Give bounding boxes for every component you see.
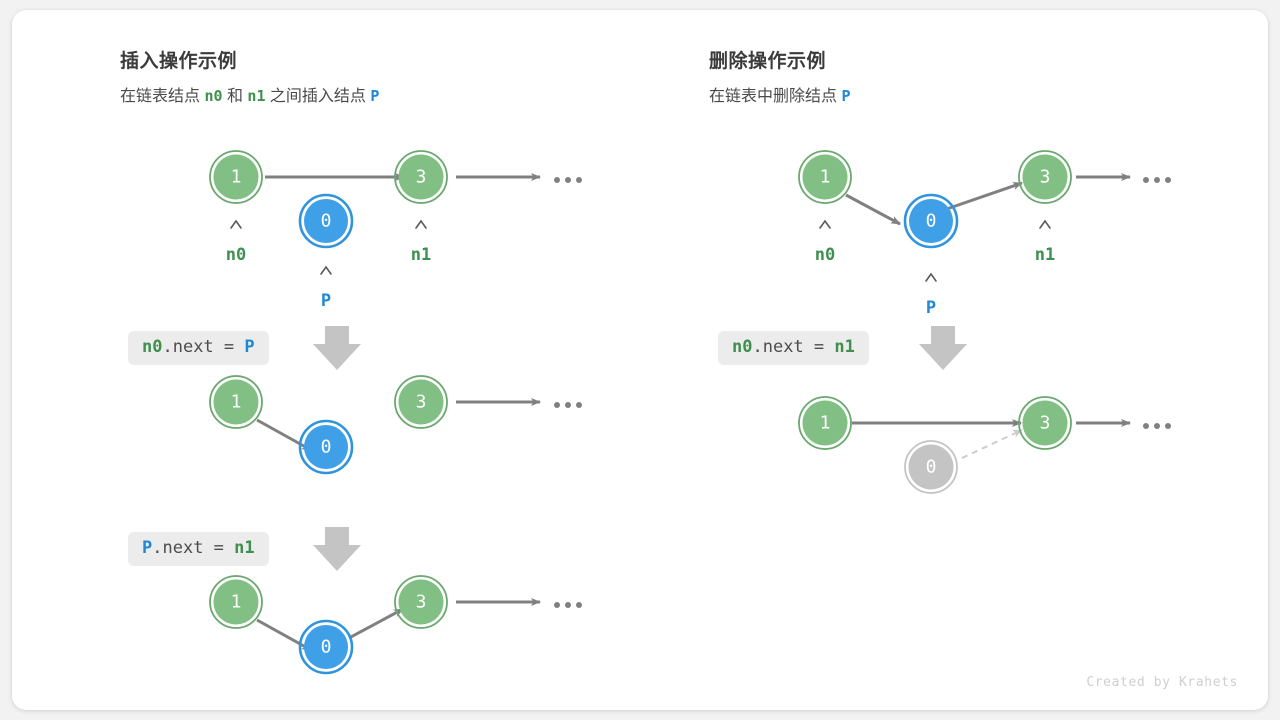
ellipsis bbox=[1143, 423, 1171, 429]
caret-marker bbox=[230, 219, 1051, 282]
node-value: 1 bbox=[820, 413, 831, 434]
left-row2-node-1 bbox=[209, 375, 263, 429]
ellipsis bbox=[554, 602, 582, 608]
right-panel-title: 删除操作示例 bbox=[709, 51, 827, 72]
node-label-n1: n1 bbox=[1034, 245, 1056, 265]
node-label-n1: n1 bbox=[410, 245, 432, 265]
code-token: n1 bbox=[834, 337, 855, 357]
ellipsis bbox=[1143, 177, 1171, 183]
right-row1-node-n1 bbox=[1018, 150, 1072, 204]
subtitle-token-n1: n1 bbox=[247, 87, 266, 105]
subtitle-text: 和 bbox=[222, 88, 248, 105]
left-row2-node-3 bbox=[394, 375, 448, 429]
left-panel-subtitle: 在链表结点 n0 和 n1 之间插入结点 P bbox=[120, 82, 379, 106]
left-row2-edges bbox=[256, 398, 541, 452]
node-label-n0: n0 bbox=[814, 245, 836, 265]
down-arrow-icon bbox=[919, 326, 967, 370]
ellipsis bbox=[554, 402, 582, 408]
down-arrow-icon bbox=[313, 326, 361, 370]
subtitle-token-p: P bbox=[841, 87, 851, 105]
right-row2-node-0-removed bbox=[904, 440, 958, 494]
code-token: n1 bbox=[234, 538, 255, 558]
node-value: 1 bbox=[820, 167, 831, 188]
code-chip-n0-next-n1: n0.next = n1 bbox=[718, 331, 869, 365]
code-token: n0 bbox=[142, 337, 163, 357]
code-token: .next = bbox=[752, 337, 835, 357]
subtitle-text: 在链表中删除结点 bbox=[709, 88, 842, 105]
node-value: 0 bbox=[926, 211, 937, 232]
node-value: 0 bbox=[926, 457, 937, 478]
down-arrow-icon bbox=[313, 527, 361, 571]
left-row2-node-0 bbox=[298, 419, 354, 475]
left-row3-node-0 bbox=[298, 619, 354, 675]
right-row2-edges bbox=[852, 419, 1131, 459]
node-label-p: P bbox=[320, 291, 332, 311]
credit-text: Created by Krahets bbox=[1086, 675, 1238, 690]
node-value: 1 bbox=[231, 592, 242, 613]
subtitle-token-n0: n0 bbox=[204, 87, 223, 105]
node-value: 1 bbox=[231, 167, 242, 188]
code-token: .next = bbox=[162, 337, 245, 357]
code-chip-p-next-n1: P.next = n1 bbox=[128, 532, 269, 566]
node-value: 3 bbox=[1040, 167, 1051, 188]
code-chip-n0-next-p: n0.next = P bbox=[128, 331, 269, 365]
code-token: n0 bbox=[732, 337, 753, 357]
code-token: .next = bbox=[152, 538, 235, 558]
node-label-p: P bbox=[925, 298, 937, 318]
subtitle-text: 在链表结点 bbox=[120, 88, 205, 105]
node-value: 3 bbox=[416, 167, 427, 188]
node-value: 1 bbox=[231, 392, 242, 413]
node-value: 0 bbox=[321, 437, 332, 458]
node-value: 0 bbox=[321, 637, 332, 658]
left-row1-node-p bbox=[298, 193, 354, 249]
right-row1-node-p bbox=[903, 193, 959, 249]
diagram-card: 1 3 0 1 3 0 1 3 0 1 3 0 1 3 0 bbox=[12, 10, 1268, 710]
node-value: 0 bbox=[321, 211, 332, 232]
node-value: 3 bbox=[1040, 413, 1051, 434]
right-row1-node-n0 bbox=[798, 150, 852, 204]
right-row2-node-1 bbox=[798, 396, 852, 450]
subtitle-token-p: P bbox=[370, 87, 380, 105]
node-value: 3 bbox=[416, 392, 427, 413]
right-row1-edges bbox=[845, 173, 1131, 226]
node-value: 3 bbox=[416, 592, 427, 613]
left-row3-node-1 bbox=[209, 575, 263, 629]
right-panel-subtitle: 在链表中删除结点 P bbox=[709, 82, 850, 106]
code-token: P bbox=[142, 538, 153, 558]
left-row3-node-3 bbox=[394, 575, 448, 629]
right-row2-node-3 bbox=[1018, 396, 1072, 450]
ellipsis bbox=[554, 177, 582, 183]
left-row1-node-n0 bbox=[209, 150, 263, 204]
left-row1-node-n1 bbox=[394, 150, 448, 204]
left-panel-title: 插入操作示例 bbox=[120, 51, 238, 72]
code-token: P bbox=[244, 337, 255, 357]
node-label-n0: n0 bbox=[225, 245, 247, 265]
subtitle-text: 之间插入结点 bbox=[265, 88, 371, 105]
left-row3-edges bbox=[256, 598, 541, 652]
